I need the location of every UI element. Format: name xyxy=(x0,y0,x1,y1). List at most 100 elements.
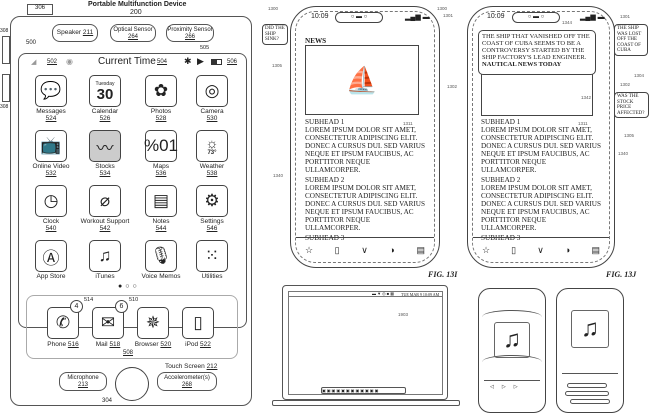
share-icon[interactable]: ◑ xyxy=(389,245,395,255)
app-icon-itunes[interactable]: ♫ xyxy=(89,240,121,272)
app-ref: 534 xyxy=(99,170,111,177)
suggestion-chip[interactable] xyxy=(565,391,609,396)
app-icon-voice-memos[interactable]: 🎙 xyxy=(145,240,177,272)
accelerometer-label: Accelerometer(s) xyxy=(164,375,210,381)
boat-image xyxy=(481,68,593,116)
app-icon-clock[interactable]: ◷ xyxy=(35,185,67,217)
dock-bar[interactable]: ▣▣▣▣▣▣▣▣▣▣▣▣ xyxy=(321,387,406,394)
signal-battery-icon: ▂▄▆ ▬ xyxy=(405,14,430,21)
app-icon-settings[interactable]: ⚙ xyxy=(196,185,228,217)
side-button xyxy=(2,36,10,64)
wifi-icon: ◉ xyxy=(66,57,73,66)
swipe-arc xyxy=(482,310,542,324)
app-name: Settings xyxy=(200,218,224,225)
dock-label: Phone 516 xyxy=(34,341,92,348)
dock-icon-browser[interactable]: ✵ xyxy=(137,307,169,339)
app-name: Utilities xyxy=(201,273,223,280)
playback-controls[interactable]: ◁▷▷ xyxy=(490,384,526,390)
app-glyph-icon: ⁙ xyxy=(204,246,220,265)
home-button[interactable] xyxy=(115,367,149,401)
badge-ref: 510 xyxy=(129,297,139,303)
figure-label: FIG. 13I xyxy=(428,270,458,279)
article-body: SUBHEAD 1 LOREM IPSUM DOLOR SIT AMET, CO… xyxy=(481,118,601,242)
app-ref: 528 xyxy=(155,115,167,122)
bookmark-icon[interactable]: ▯ xyxy=(334,245,340,255)
news-heading: NEWS xyxy=(305,37,327,45)
app-icon-notes[interactable]: ▤ xyxy=(145,185,177,217)
current-time: Current Time xyxy=(98,56,156,67)
dock-icon-ipod[interactable]: ▯ xyxy=(182,307,214,339)
dock xyxy=(26,295,238,359)
app-name: Workout Support xyxy=(80,218,130,225)
summary-popup[interactable]: THE SHIP THAT VANISHED OFF THE COAST OF … xyxy=(478,30,596,75)
app-ref: 538 xyxy=(206,170,218,177)
dock-label: Browser 520 xyxy=(124,341,182,348)
app-ref: 530 xyxy=(206,115,218,122)
app-name: Photos xyxy=(150,108,172,115)
share-icon[interactable]: ◑ xyxy=(564,245,571,255)
speech-bubble: WAS THE STOCK PRICE AFFECTED? xyxy=(614,92,649,118)
chevron-down-icon[interactable]: ∨ xyxy=(537,245,544,255)
menu-icon[interactable]: ▤ xyxy=(591,245,600,255)
ref-label: 1340 xyxy=(273,173,284,178)
app-icon-weather[interactable]: ☼73° xyxy=(196,130,228,162)
ref-label: 1300 xyxy=(437,6,448,11)
app-icon-app-store[interactable]: Ⓐ xyxy=(35,240,67,272)
suggestion-chip[interactable] xyxy=(567,383,607,388)
menu-bar-icons: ▬ ▼ ◎ ■ ▦ xyxy=(372,291,395,296)
app-ref: 532 xyxy=(45,170,57,177)
bookmark-icon[interactable]: ▯ xyxy=(511,245,517,255)
app-icon-stocks[interactable]: 〰 xyxy=(89,130,121,162)
app-icon-messages[interactable]: 💬 xyxy=(35,75,67,107)
app-name: Weather xyxy=(199,163,225,170)
ref-500: 500 xyxy=(26,40,37,46)
speaker-label: Speaker xyxy=(56,29,82,36)
article-body: SUBHEAD 1 LOREM IPSUM DOLOR SIT AMET, CO… xyxy=(305,118,425,242)
subhead: SUBHEAD 2 xyxy=(481,176,521,184)
progress-bar[interactable] xyxy=(562,373,618,374)
app-ref: 526 xyxy=(99,115,111,122)
app-icon-photos[interactable]: ✿ xyxy=(145,75,177,107)
app-label: App Store xyxy=(22,273,80,280)
paragraph: LOREM IPSUM DOLOR SIT AMET, CONSECTETUR … xyxy=(305,126,425,174)
app-glyph-icon: 〰 xyxy=(96,138,114,158)
menu-icon[interactable]: ▤ xyxy=(416,245,425,255)
app-glyph-icon: 💬 xyxy=(40,81,62,100)
app-glyph-icon: ⚙ xyxy=(204,191,220,210)
app-glyph-icon: ◎ xyxy=(204,81,220,100)
page-indicator[interactable]: ●○○ xyxy=(118,283,140,290)
app-icon-workout-support[interactable]: ⌀ xyxy=(89,185,121,217)
ref-308: 308 xyxy=(0,104,9,110)
app-icon-utilities[interactable]: ⁙ xyxy=(196,240,228,272)
signal-battery-icon: ▂▄▆ ▬ xyxy=(580,14,605,21)
play-icon: ▶ xyxy=(197,56,204,66)
progress-bar[interactable] xyxy=(484,380,540,381)
dock-label: iPod 522 xyxy=(169,341,227,348)
dock-app-ref: 516 xyxy=(67,341,79,348)
subhead: SUBHEAD 2 xyxy=(305,176,345,184)
paragraph: LOREM IPSUM DOLOR SIT AMET, CONSECTETUR … xyxy=(481,184,601,232)
speech-bubble: DID THE SHIP SINK? xyxy=(262,24,288,45)
accelerometer-ref: 268 xyxy=(181,382,192,388)
app-icon-maps[interactable]: %01 xyxy=(144,130,178,162)
ref-label: 1301 xyxy=(620,14,631,19)
chevron-down-icon[interactable]: ∨ xyxy=(361,245,368,255)
swipe-arc xyxy=(482,355,542,369)
time-ref: 504 xyxy=(157,59,168,65)
app-icon-online-video[interactable]: 📺 xyxy=(35,130,67,162)
ref-label: 1340 xyxy=(618,151,629,156)
camera-notch: ○ ▬ ○ xyxy=(512,12,560,23)
proximity-sensor-label: Proximity Sensor xyxy=(167,27,213,33)
app-glyph-icon: 🎙 xyxy=(150,246,172,265)
favorites-icon[interactable]: ☆ xyxy=(305,245,314,255)
optical-sensor-label: Optical Sensor xyxy=(113,27,153,33)
app-icon-camera[interactable]: ◎ xyxy=(196,75,228,107)
favorites-icon[interactable]: ☆ xyxy=(482,245,491,255)
suggestion-chip[interactable] xyxy=(570,399,610,404)
touch-screen[interactable] xyxy=(18,53,247,328)
